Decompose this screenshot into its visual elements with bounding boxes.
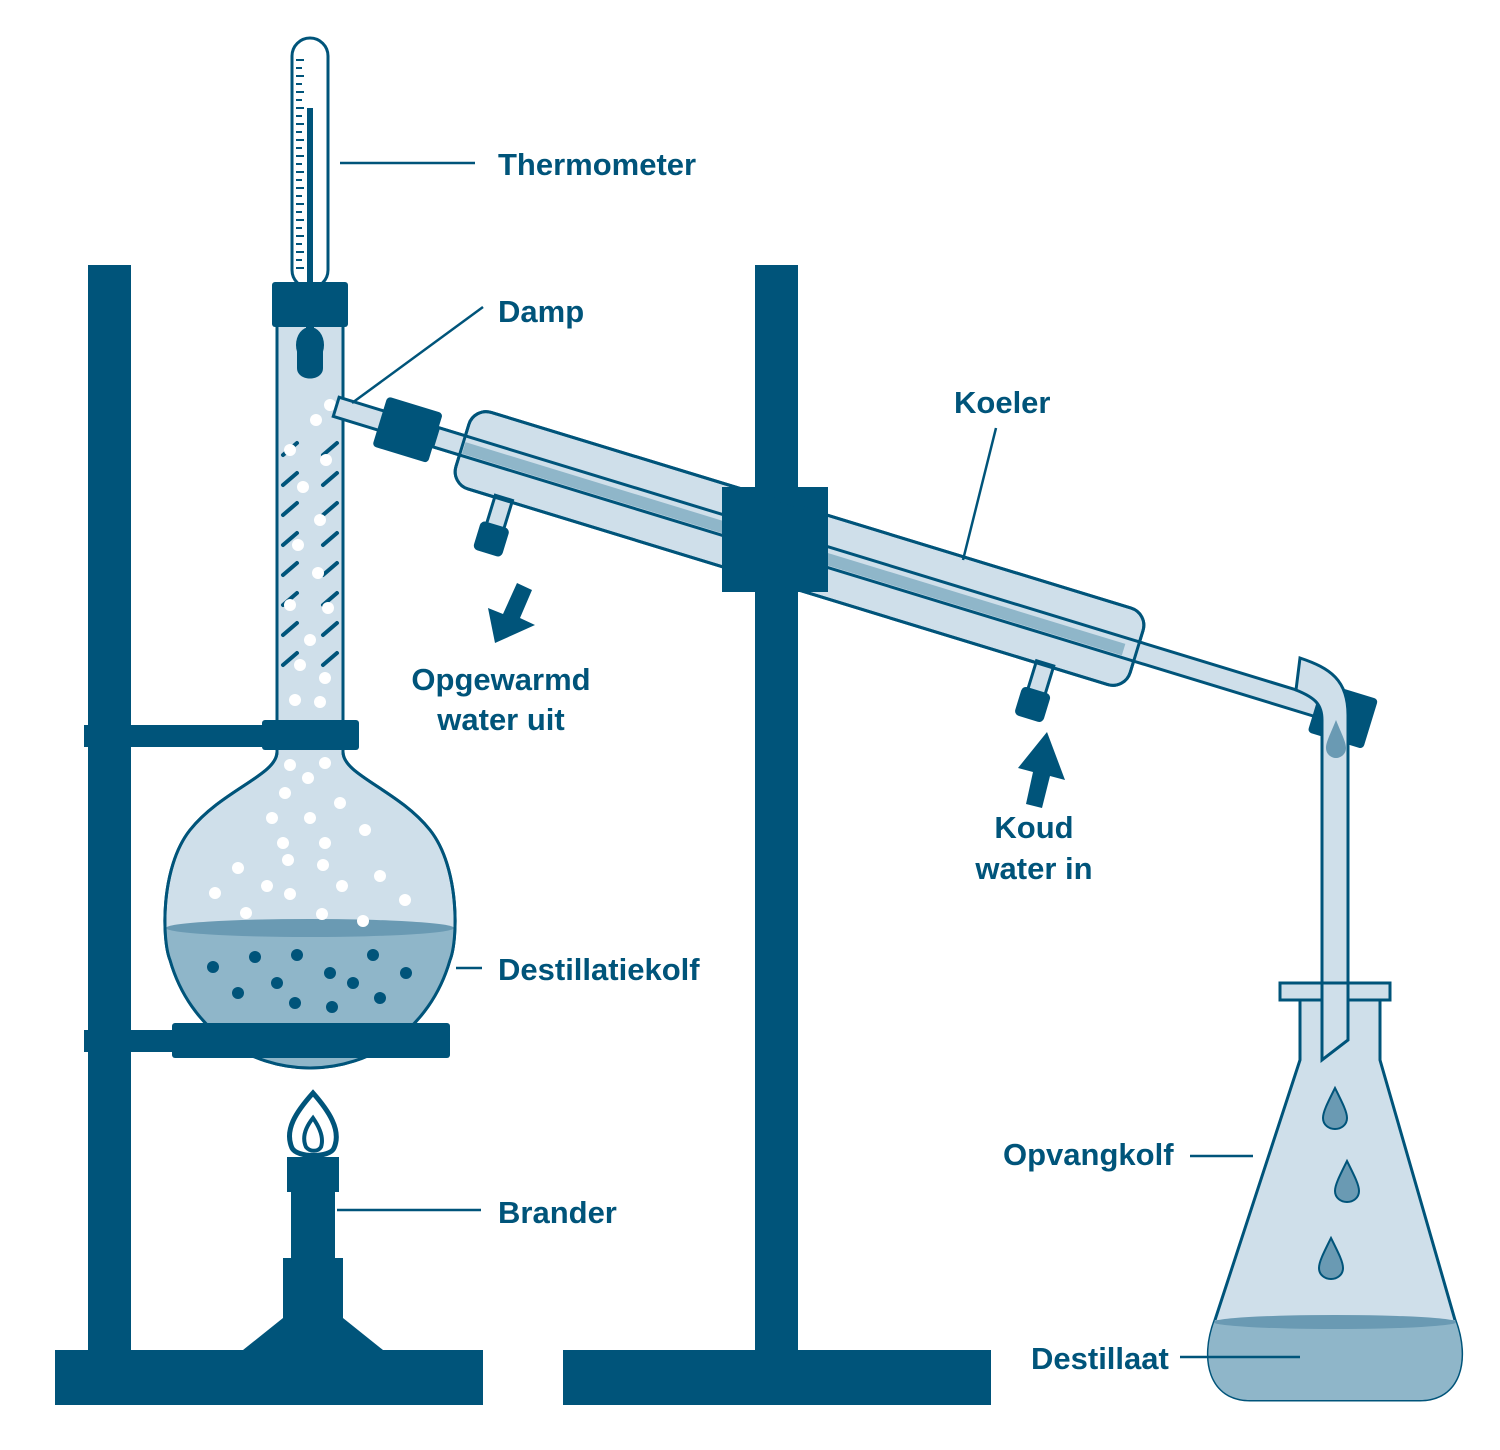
drop-icon <box>1317 1235 1345 1281</box>
right-stand <box>563 265 991 1405</box>
leader-lines <box>337 161 1300 1359</box>
column-glass <box>275 323 345 727</box>
leader-damp <box>351 305 484 405</box>
left-stand-base <box>55 1350 483 1405</box>
drop-icon <box>1321 1085 1349 1131</box>
label-warm-water-line1: Opgewarmd <box>411 662 590 697</box>
drop-icon <box>1333 1158 1361 1204</box>
clamps <box>84 487 828 1058</box>
stopper-left <box>373 397 442 463</box>
flask-outline <box>163 722 457 1070</box>
vapor-bubbles-flask <box>209 757 411 927</box>
label-koeler: Koeler <box>954 385 1050 420</box>
distillate-liquid <box>1208 1320 1462 1400</box>
vapor-bubbles-column <box>284 399 351 708</box>
falling-drops <box>1317 1085 1361 1281</box>
ring-clamp-arm <box>84 1030 194 1052</box>
ring-clamp-plate <box>172 1023 450 1058</box>
left-stand <box>55 265 483 1405</box>
thermometer-mercury <box>307 108 313 288</box>
burner-base <box>243 1258 383 1350</box>
label-destillatiekolf: Destillatiekolf <box>498 952 700 987</box>
inlet-nozzle <box>1015 658 1056 722</box>
column-clamp-arm <box>84 725 284 747</box>
label-cold-water-line2: water in <box>974 851 1092 886</box>
delivery-tube-end <box>1320 981 1350 1064</box>
receiving-flask <box>1207 981 1463 1402</box>
thermometer-scale <box>296 59 304 269</box>
thermometer <box>272 36 348 379</box>
flame-inner-icon <box>302 1114 324 1153</box>
liquid-particles <box>207 949 412 1013</box>
bunsen-burner <box>243 1089 383 1350</box>
leader-koeler <box>961 427 998 561</box>
label-opvangkolf: Opvangkolf <box>1003 1137 1174 1172</box>
outlet-nozzle <box>473 493 515 557</box>
label-brander: Brander <box>498 1195 617 1230</box>
condenser-clamp <box>722 487 828 592</box>
flask-liquid-surface <box>166 919 454 937</box>
label-warm-water-line2: water uit <box>436 702 564 737</box>
arrow-out-icon <box>488 583 535 643</box>
thermometer-stopper <box>272 282 348 327</box>
labels: Thermometer Damp Koeler Opgewarmd water … <box>411 147 1174 1376</box>
label-cold-water-line1: Koud <box>994 810 1073 845</box>
burner-top <box>287 1157 339 1192</box>
label-damp: Damp <box>498 294 584 329</box>
label-thermometer: Thermometer <box>498 147 696 182</box>
right-stand-rod <box>755 265 798 1355</box>
flask-liquid <box>164 928 456 1068</box>
label-destillaat: Destillaat <box>1031 1341 1169 1376</box>
fractionating-column <box>275 323 351 727</box>
condenser <box>331 395 1378 749</box>
burner-tube <box>291 1190 335 1260</box>
distillate-surface <box>1213 1315 1457 1329</box>
condenser-over-clamp <box>453 410 1146 687</box>
right-stand-base <box>563 1350 991 1405</box>
left-stand-rod <box>88 265 131 1355</box>
thermometer-bulb-tip <box>297 348 323 379</box>
arrow-in-icon <box>1018 732 1065 808</box>
drip-top-icon <box>1326 720 1346 758</box>
column-clamp-head <box>262 720 359 750</box>
distillation-flask <box>163 720 457 1070</box>
